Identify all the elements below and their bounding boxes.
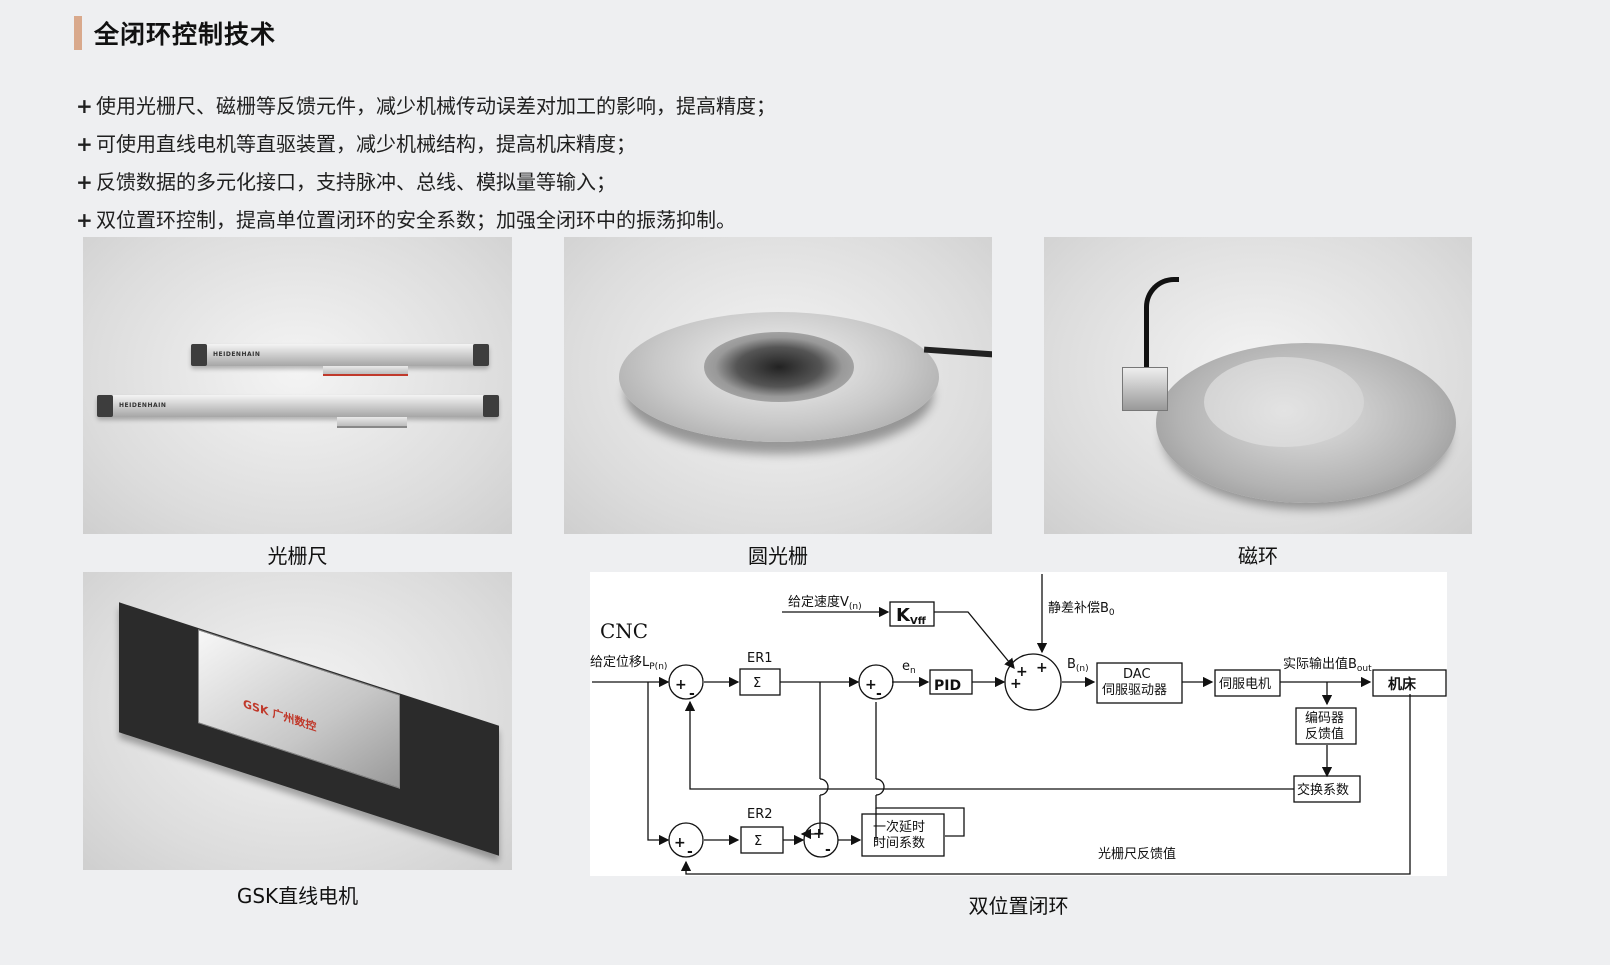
grating-feedback-label: 光栅尺反馈值 (1098, 846, 1176, 862)
section-header: 全闭环控制技术 (74, 16, 276, 50)
feature-list: +使用光栅尺、磁栅等反馈元件，减少机械传动误差对加工的影响，提高精度； +可使用… (76, 87, 776, 239)
feature-item: +使用光栅尺、磁栅等反馈元件，减少机械传动误差对加工的影响，提高精度； (76, 87, 776, 125)
linear-motor-caption: GSK直线电机 (236, 884, 359, 908)
magnetic-ring-hole (1204, 357, 1364, 447)
magnetic-ring-photo (1044, 237, 1472, 534)
actual-output-label: 实际输出值Bout (1283, 656, 1372, 674)
feature-item: +双位置环控制，提高单位置闭环的安全系数；加强全闭环中的振荡抑制。 (76, 201, 776, 239)
time-coefficient-label: 时间系数 (873, 836, 925, 851)
en-label: en (902, 659, 916, 676)
cable (923, 346, 992, 358)
delay-label: 一次延时 (873, 819, 925, 835)
feature-text: 可使用直线电机等直驱装置，减少机械结构，提高机床精度； (96, 132, 636, 156)
svg-text:+: + (813, 826, 825, 842)
machine-tool-label: 机床 (1388, 676, 1417, 693)
diagram-caption: 双位置闭环 (968, 894, 1069, 918)
svg-text:+: + (1036, 660, 1048, 676)
feature-text: 反馈数据的多元化接口，支持脉冲、总线、模拟量等输入； (96, 170, 616, 194)
brand-logo: HEIDENHAIN (213, 351, 261, 358)
grating-scale-short: HEIDENHAIN (191, 344, 489, 366)
er1-label: ER1 (747, 651, 773, 666)
svg-text:+: + (865, 677, 877, 693)
dual-position-loop-diagram: CNC 给定位移LP(n) 给定速度V(n) KVff 静差补偿B0 ER1 Σ… (590, 572, 1447, 876)
linear-motor-photo: GSK 广州数控 (83, 572, 512, 870)
title-accent-bar (74, 16, 82, 50)
sigma-1: Σ (753, 676, 761, 691)
grating-caption: 光栅尺 (267, 544, 328, 568)
bn-label: B(n) (1067, 657, 1089, 674)
block-diagram-svg: CNC 给定位移LP(n) 给定速度V(n) KVff 静差补偿B0 ER1 Σ… (590, 574, 1447, 875)
er2-label: ER2 (747, 807, 773, 822)
svg-text:-: - (876, 686, 882, 702)
reading-head (323, 366, 408, 376)
circle-grating-photo (564, 237, 992, 534)
sigma-2: Σ (754, 834, 762, 849)
plus-icon: + (76, 208, 93, 232)
grating-scale-long: HEIDENHAIN (97, 395, 499, 417)
feature-item: +反馈数据的多元化接口，支持脉冲、总线、模拟量等输入； (76, 163, 776, 201)
given-speed-label: 给定速度V(n) (788, 594, 862, 612)
magnetic-sensor-head (1122, 367, 1168, 411)
cable (1144, 277, 1179, 377)
plus-icon: + (76, 170, 93, 194)
svg-text:-: - (825, 842, 831, 858)
circle-grating-hub (704, 332, 854, 402)
kvff-label: KVff (896, 605, 927, 627)
feature-text: 使用光栅尺、磁栅等反馈元件，减少机械传动误差对加工的影响，提高精度； (96, 94, 776, 118)
plus-icon: + (76, 94, 93, 118)
feature-text: 双位置环控制，提高单位置闭环的安全系数；加强全闭环中的振荡抑制。 (96, 208, 736, 232)
given-displacement-label: 给定位移LP(n) (590, 655, 667, 672)
dac-label: DAC (1123, 667, 1151, 682)
grating-photo: HEIDENHAIN HEIDENHAIN (83, 237, 512, 534)
servo-driver-label: 伺服驱动器 (1102, 683, 1167, 698)
encoder-label: 编码器 (1305, 711, 1344, 726)
page-title: 全闭环控制技术 (94, 20, 277, 49)
magnetic-ring-caption: 磁环 (1238, 544, 1278, 568)
brand-logo: HEIDENHAIN (119, 402, 167, 409)
feature-item: +可使用直线电机等直驱装置，减少机械结构，提高机床精度； (76, 125, 776, 163)
exchange-coefficient-label: 交换系数 (1297, 782, 1349, 798)
svg-text:+: + (1016, 664, 1028, 680)
encoder-feedback-label: 反馈值 (1305, 726, 1344, 742)
circle-grating-caption: 圆光栅 (748, 544, 808, 568)
static-compensation-label: 静差补偿B0 (1048, 601, 1115, 618)
servo-motor-label: 伺服电机 (1219, 677, 1271, 692)
cnc-label: CNC (600, 619, 648, 643)
pid-label: PID (934, 678, 961, 694)
svg-text:+: + (1010, 676, 1022, 692)
svg-text:-: - (689, 686, 695, 702)
svg-text:+: + (674, 835, 686, 851)
svg-text:-: - (687, 844, 693, 860)
plus-icon: + (76, 132, 93, 156)
reading-head (337, 417, 407, 428)
svg-text:+: + (675, 677, 687, 693)
